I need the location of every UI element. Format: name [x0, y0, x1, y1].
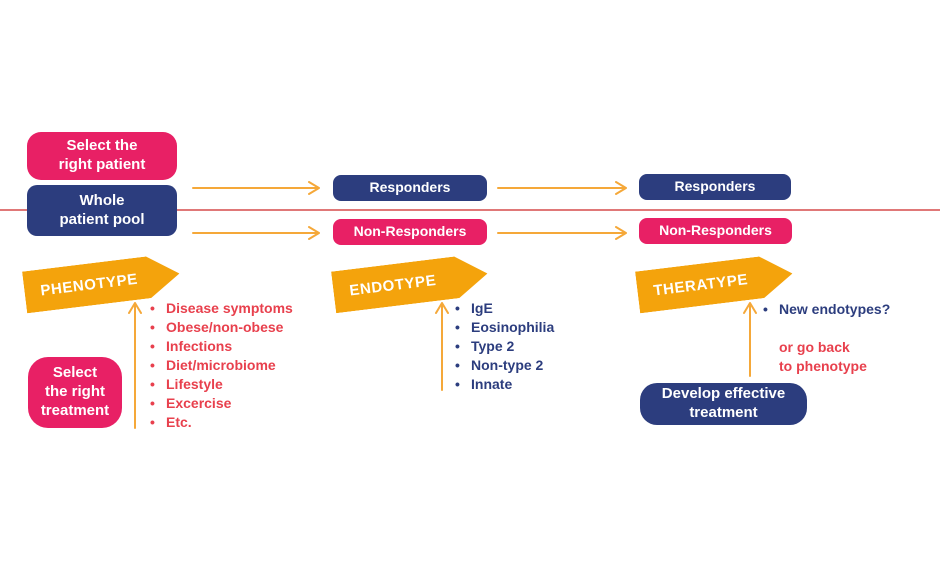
endotype-banner-label: ENDOTYPE — [348, 271, 438, 299]
bullet-icon: • — [150, 319, 155, 335]
right-arrow-pool-to-responders — [192, 181, 320, 195]
list-item: • Obese/non-obese — [150, 318, 293, 337]
list-item-label: IgE — [471, 300, 493, 316]
non-responders-box-1: Non-Responders — [333, 219, 487, 245]
bullet-icon: • — [455, 376, 460, 392]
list-item-label: New endotypes? — [779, 301, 891, 317]
select-right-treatment-box: Select the right treatment — [28, 357, 122, 428]
list-item-label: Non-type 2 — [471, 357, 544, 373]
list-item-label: Innate — [471, 376, 513, 392]
list-item-label: Disease symptoms — [166, 300, 293, 316]
bullet-icon: • — [150, 414, 155, 430]
bullet-icon: • — [455, 357, 460, 373]
right-arrow-nonresponders-to-nonresponders — [497, 226, 627, 240]
list-item-label: Type 2 — [471, 338, 515, 354]
phenotype-banner-label: PHENOTYPE — [39, 270, 139, 299]
up-arrow-endotype — [435, 302, 449, 391]
go-back-note: or go back to phenotype — [779, 339, 867, 374]
endotype-list: • IgE • Eosinophilia • Type 2 • Non-type 2 •… — [455, 299, 554, 394]
responders-box-1: Responders — [333, 175, 487, 201]
list-item: • IgE — [455, 299, 554, 318]
bullet-icon: • — [150, 300, 155, 316]
list-item: • Type 2 — [455, 337, 554, 356]
right-arrow-responders-to-responders — [497, 181, 627, 195]
list-item-label: Eosinophilia — [471, 319, 555, 335]
whole-patient-pool-box: Whole patient pool — [27, 185, 177, 236]
list-item-label: Etc. — [166, 414, 192, 430]
bullet-icon: • — [150, 357, 155, 373]
theratype-banner-label: THERATYPE — [652, 270, 749, 299]
up-arrow-theratype — [743, 302, 757, 377]
list-item-label: Obese/non-obese — [166, 319, 284, 335]
select-right-patient-box: Select the right patient — [27, 132, 177, 180]
non-responders-box-2: Non-Responders — [639, 218, 792, 244]
list-item: • Lifestyle — [150, 375, 293, 394]
bullet-icon: • — [763, 301, 768, 317]
theratype-list: • New endotypes? — [763, 300, 890, 319]
bullet-icon: • — [150, 395, 155, 411]
bullet-icon: • — [455, 338, 460, 354]
bullet-icon: • — [455, 319, 460, 335]
list-item: • Eosinophilia — [455, 318, 554, 337]
right-arrow-pool-to-nonresponders — [192, 226, 320, 240]
list-item: • Infections — [150, 337, 293, 356]
list-item-label: Diet/microbiome — [166, 357, 276, 373]
list-item: • Disease symptoms — [150, 299, 293, 318]
bullet-icon: • — [455, 300, 460, 316]
list-item: • Innate — [455, 375, 554, 394]
list-item: • Excercise — [150, 394, 293, 413]
list-item: • Diet/microbiome — [150, 356, 293, 375]
list-item-label: Excercise — [166, 395, 232, 411]
develop-effective-treatment-box: Develop effective treatment — [640, 383, 807, 425]
phenotype-list: • Disease symptoms • Obese/non-obese • Infe… — [150, 299, 293, 432]
bullet-icon: • — [150, 376, 155, 392]
list-item: • Etc. — [150, 413, 293, 432]
responders-box-2: Responders — [639, 174, 791, 200]
list-item-label: Lifestyle — [166, 376, 223, 392]
list-item: • New endotypes? — [763, 300, 890, 319]
list-item: • Non-type 2 — [455, 356, 554, 375]
bullet-icon: • — [150, 338, 155, 354]
up-arrow-phenotype — [128, 302, 142, 429]
list-item-label: Infections — [166, 338, 233, 354]
